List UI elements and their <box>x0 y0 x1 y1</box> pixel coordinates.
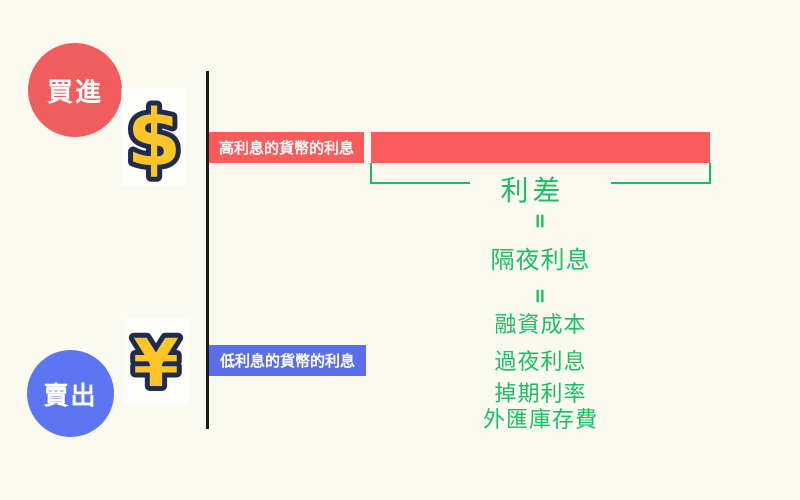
sell-badge: 賣出 <box>27 350 114 437</box>
equals-sign: = <box>528 212 553 230</box>
axis-line <box>206 71 209 429</box>
sell-badge-label: 賣出 <box>43 380 98 410</box>
forex-inventory-fee-label: 外匯庫存費 <box>482 408 598 433</box>
financing-cost-label: 融資成本 <box>494 313 587 338</box>
low-interest-bar: 低利息的貨幣的利息 <box>209 345 366 376</box>
bracket-left-corner <box>370 163 470 184</box>
yen-icon: ¥ <box>124 318 189 405</box>
dollar-icon: $ <box>121 88 187 186</box>
bracket-right-corner <box>611 163 711 184</box>
swap-rate-label: 掉期利率 <box>494 382 587 407</box>
overnight-interest-label: 隔夜利息 <box>490 246 591 274</box>
buy-badge-label: 買進 <box>46 77 103 108</box>
spread-bracket: 利差 <box>370 163 711 207</box>
overnight-fee-label: 過夜利息 <box>494 350 587 375</box>
low-interest-bar-label: 低利息的貨幣的利息 <box>219 352 355 370</box>
equals-sign: = <box>528 287 553 305</box>
spread-bar-segment <box>371 132 710 163</box>
dollar-glyph: $ <box>127 94 181 184</box>
spread-annotation: 利差 = 隔夜利息 = 融資成本 過夜利息 掉期利率 外匯庫存費 <box>370 163 711 433</box>
spread-label: 利差 <box>500 174 565 207</box>
yen-glyph: ¥ <box>133 325 179 402</box>
high-interest-bar-label: 高利息的貨幣的利息 <box>218 139 354 157</box>
high-interest-bar: 高利息的貨幣的利息 <box>209 132 364 163</box>
buy-badge: 買進 <box>28 43 122 137</box>
